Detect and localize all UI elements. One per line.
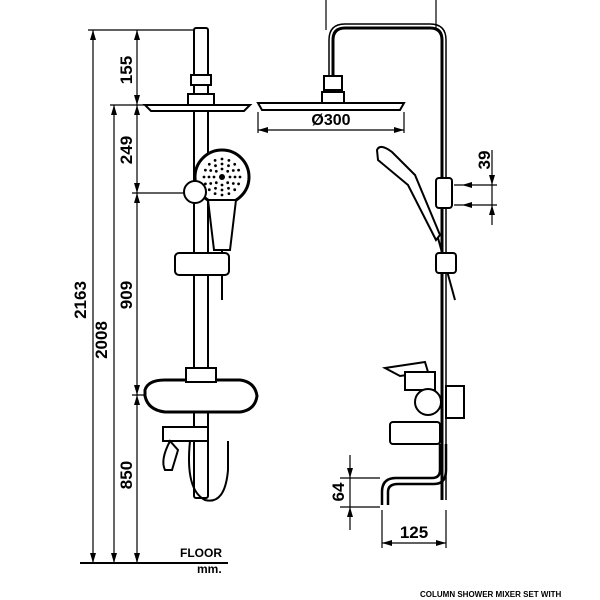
dim-64: 64 [329, 482, 348, 501]
nozzle-dot [204, 168, 207, 172]
mixer-body-side [414, 388, 442, 416]
arrow [134, 193, 140, 203]
dim-2008: 2008 [92, 321, 111, 359]
arrow [134, 95, 140, 105]
mixer-lever [185, 367, 217, 383]
nozzle-dot [228, 175, 232, 179]
wall-plate-side [445, 385, 465, 419]
nozzle-dot [207, 162, 211, 166]
arrow [394, 127, 404, 133]
dim-909: 909 [117, 281, 136, 309]
spout-diverter [162, 426, 209, 442]
nozzle-dot [227, 164, 230, 168]
nozzle-dot [238, 175, 242, 179]
arrow [90, 553, 96, 563]
nozzle-dot [207, 175, 211, 179]
nozzle-dot [220, 167, 224, 171]
nozzle-dot [202, 175, 206, 179]
arrow [347, 507, 353, 517]
arrow [134, 30, 140, 40]
nozzle-dot [233, 175, 237, 179]
arrow [489, 175, 495, 185]
head-connector [187, 93, 215, 106]
nozzle-dot [209, 169, 213, 172]
shower-arm-outer [328, 23, 447, 500]
nozzle-dot [227, 186, 230, 190]
bracket-side [435, 177, 453, 209]
nozzle-dot [220, 157, 224, 161]
floor-label: FLOOR [180, 546, 222, 560]
nozzle-dot [214, 181, 218, 185]
dim-diameter: Ø300 [311, 112, 350, 129]
nozzle-dot [231, 182, 235, 185]
side-view: Ø300 39 64 [256, 0, 497, 548]
nozzle-dot [213, 192, 217, 196]
arrow [134, 553, 140, 563]
head-connector-side [321, 91, 345, 104]
nozzle-dot [220, 162, 224, 166]
pipe-joint [190, 74, 212, 86]
nozzle-dot [220, 193, 224, 197]
nozzle-dot [233, 162, 237, 166]
nozzle-dot [214, 169, 218, 173]
bath-spout-side [380, 444, 448, 505]
nozzle-dot [214, 164, 217, 168]
nozzle-pattern [202, 157, 242, 197]
dim-249: 249 [117, 136, 136, 164]
front-view: 2163 2008 155 249 909 850 FLOOR mm. [71, 27, 259, 576]
arrow [134, 183, 140, 193]
arrow [90, 30, 96, 40]
wall-bracket [183, 180, 207, 204]
arrow [489, 205, 495, 215]
nozzle-dot [212, 175, 216, 179]
arrow [134, 385, 140, 395]
arrow [111, 105, 117, 115]
hand-shower-side [375, 146, 442, 242]
mixer-cartridge-side [404, 371, 436, 391]
diverter-side [389, 421, 441, 445]
arrow [462, 202, 472, 208]
nozzle-dot [213, 159, 217, 162]
mixer-body [143, 378, 259, 414]
nozzle-dot [233, 188, 237, 192]
tub-spout [188, 440, 229, 502]
arrow [347, 468, 353, 478]
slide-holder [174, 252, 230, 276]
arrow [258, 127, 268, 133]
arrow [134, 105, 140, 115]
dim-39: 39 [475, 151, 494, 170]
nozzle-dot [231, 169, 235, 172]
dim-850: 850 [117, 461, 136, 489]
arm-joint [323, 75, 343, 91]
arrow [134, 395, 140, 405]
nozzle-dot [227, 159, 231, 162]
nozzle-dot [220, 188, 224, 192]
arrow [111, 553, 117, 563]
unit-label: mm. [197, 562, 222, 576]
dim-2163: 2163 [71, 281, 90, 319]
dim-155: 155 [117, 56, 136, 84]
nozzle-dot [204, 182, 207, 186]
nozzle-dot [237, 182, 241, 186]
nozzle-dot [209, 182, 213, 185]
arrow [462, 182, 472, 188]
nozzle-dot [220, 183, 224, 187]
nozzle-dot [207, 188, 211, 192]
shower-arm [331, 26, 444, 500]
spout-nose [162, 439, 180, 471]
nozzle-dot [226, 181, 230, 185]
caption: COLUMN SHOWER MIXER SET WITH [420, 590, 562, 599]
nozzle-dot [237, 168, 241, 172]
holder-side [435, 252, 457, 274]
nozzle-dot [227, 192, 231, 196]
dim-125: 125 [400, 523, 428, 542]
arrow [436, 540, 446, 546]
arrow [382, 540, 392, 546]
overhead-shower-side [256, 102, 406, 111]
hand-shower-handle [206, 199, 238, 251]
nozzle-dot [214, 186, 217, 190]
nozzle-dot [226, 169, 230, 173]
